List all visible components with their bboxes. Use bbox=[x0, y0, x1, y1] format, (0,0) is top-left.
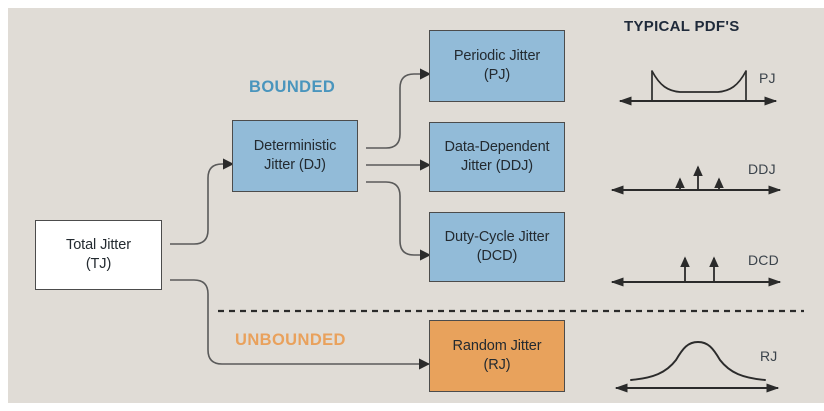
node-periodic-jitter[interactable]: Periodic Jitter (PJ) bbox=[429, 30, 565, 102]
category-label-bounded: BOUNDED bbox=[249, 78, 336, 96]
pdf-label-dcd: DCD bbox=[748, 252, 779, 268]
node-random-jitter[interactable]: Random Jitter (RJ) bbox=[429, 320, 565, 392]
node-duty-cycle-jitter-line2: (DCD) bbox=[476, 248, 518, 264]
pdf-label-ddj: DDJ bbox=[748, 161, 776, 177]
node-data-dependent-jitter-line1: Data-Dependent bbox=[444, 139, 550, 156]
pdf-plot-rj bbox=[614, 341, 780, 393]
node-random-jitter-line2: (RJ) bbox=[483, 357, 511, 373]
node-total-jitter[interactable]: Total Jitter (TJ) bbox=[35, 220, 162, 290]
node-random-jitter-line1: Random Jitter bbox=[452, 338, 542, 355]
node-duty-cycle-jitter-line1: Duty-Cycle Jitter bbox=[444, 229, 550, 246]
figure-panel: Total Jitter (TJ) Deterministic Jitter (… bbox=[8, 8, 824, 403]
node-data-dependent-jitter-line2: Jitter (DDJ) bbox=[460, 158, 534, 174]
pdf-label-rj: RJ bbox=[760, 348, 778, 364]
pdf-section-title: TYPICAL PDF'S bbox=[624, 18, 740, 35]
node-total-jitter-line1: Total Jitter bbox=[66, 237, 131, 254]
pdf-label-pj: PJ bbox=[759, 70, 776, 86]
category-label-unbounded: UNBOUNDED bbox=[235, 331, 346, 349]
pdf-plot-pj bbox=[618, 70, 778, 106]
node-deterministic-jitter-line1: Deterministic bbox=[253, 138, 337, 155]
node-periodic-jitter-line2: (PJ) bbox=[483, 67, 511, 83]
diagram-connectors-and-plots bbox=[170, 68, 804, 393]
node-deterministic-jitter[interactable]: Deterministic Jitter (DJ) bbox=[232, 120, 358, 192]
node-data-dependent-jitter[interactable]: Data-Dependent Jitter (DDJ) bbox=[429, 122, 565, 192]
node-deterministic-jitter-line2: Jitter (DJ) bbox=[264, 157, 326, 173]
node-total-jitter-line2: (TJ) bbox=[85, 256, 112, 272]
node-duty-cycle-jitter[interactable]: Duty-Cycle Jitter (DCD) bbox=[429, 212, 565, 282]
node-periodic-jitter-line1: Periodic Jitter bbox=[453, 48, 541, 65]
